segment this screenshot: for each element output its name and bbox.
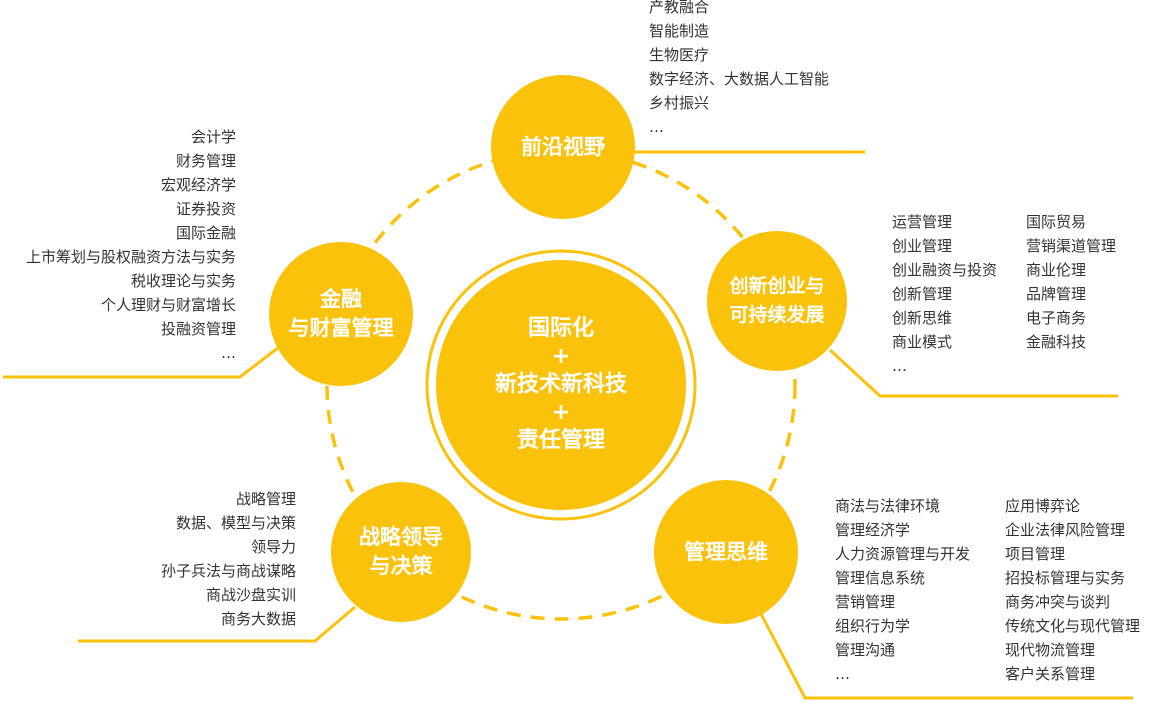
course-item: 领导力 (250, 538, 296, 556)
course-item: 商战沙盘实训 (205, 586, 296, 604)
course-item: 会计学 (190, 128, 236, 146)
course-item: 商务冲突与谈判 (1005, 593, 1111, 611)
course-item: 创新管理 (892, 285, 953, 303)
center-plus-2: + (551, 400, 571, 425)
course-item: 国际金融 (175, 224, 236, 242)
node-title-line1: 创新创业与 (729, 275, 825, 297)
center-line-2: 新技术新科技 (494, 372, 627, 397)
strategy-course-list: 战略管理 数据、模型与决策 领导力 孙子兵法与商战谋略 商战沙盘实训 商务大数据 (161, 487, 296, 631)
course-item: 传统文化与现代管理 (1005, 617, 1141, 635)
node-strategy: 战略领导 与决策 (331, 482, 471, 622)
course-item: … (649, 118, 664, 136)
node-finance: 金融 与财富管理 (269, 242, 413, 386)
course-item: 招投标管理与实务 (1005, 569, 1126, 587)
course-item: 国际贸易 (1026, 213, 1087, 231)
course-item: 商业模式 (892, 333, 953, 351)
node-circle-strategy (331, 482, 471, 622)
center-fill (436, 260, 686, 510)
course-item: 商业伦理 (1026, 261, 1087, 279)
node-title-line2: 与决策 (369, 554, 433, 578)
course-item: 商法与法律环境 (835, 497, 941, 515)
course-item: 营销管理 (835, 593, 896, 611)
course-item: 税收理论与实务 (130, 272, 236, 290)
course-item: 组织行为学 (835, 617, 911, 635)
course-item: 数据、模型与决策 (175, 514, 296, 532)
course-item: 管理信息系统 (835, 569, 926, 587)
course-item: 客户关系管理 (1005, 665, 1096, 683)
dashed-orbit (325, 149, 797, 621)
node-title-line1: 金融 (320, 287, 362, 311)
connector-strategy (78, 605, 356, 643)
node-title: 管理思维 (684, 539, 768, 564)
course-item: 管理经济学 (835, 521, 911, 539)
node-title-line2: 与财富管理 (288, 316, 394, 340)
node-management: 管理思维 (654, 480, 798, 624)
node-circle-management (654, 480, 798, 624)
course-item: 宏观经济学 (160, 176, 236, 194)
connector-finance (3, 342, 284, 379)
course-item: 上市筹划与股权融资方法与实务 (25, 248, 236, 266)
connector-management (758, 611, 1133, 700)
course-item: 创业融资与投资 (892, 261, 998, 279)
course-item: 证券投资 (175, 200, 236, 218)
course-item: 投融资管理 (160, 320, 236, 338)
course-item: 品牌管理 (1026, 285, 1087, 303)
node-title-line2: 可持续发展 (729, 304, 825, 326)
node-circle-finance (269, 242, 413, 386)
node-title-line1: 战略领导 (359, 525, 443, 549)
course-item: 智能制造 (649, 22, 710, 40)
node-frontier: 前沿视野 (491, 75, 635, 219)
innovation-course-list-col1: 运营管理 创业管理 创业融资与投资 创新管理 创新思维 商业模式 … (892, 210, 997, 378)
course-item: 营销渠道管理 (1026, 237, 1117, 255)
course-item: 孙子兵法与商战谋略 (160, 562, 296, 580)
center-line-1: 国际化 (527, 316, 594, 341)
node-innovation: 创新创业与 可持续发展 (707, 231, 847, 371)
course-item: 创业管理 (892, 237, 953, 255)
node-circle-frontier (491, 75, 635, 219)
center-line-3: 责任管理 (516, 428, 605, 453)
course-item: 财务管理 (175, 152, 236, 170)
course-item: 个人理财与财富增长 (100, 296, 236, 314)
innovation-course-list-col2: 国际贸易 营销渠道管理 商业伦理 品牌管理 电子商务 金融科技 (1026, 210, 1116, 354)
course-item: 数字经济、大数据人工智能 (649, 70, 830, 88)
course-item: 管理沟通 (835, 641, 896, 659)
course-item: 生物医疗 (649, 46, 710, 64)
course-item: … (835, 665, 850, 683)
node-circle-innovation (707, 231, 847, 371)
course-item: 人力资源管理与开发 (835, 545, 971, 563)
connector-innovation (828, 348, 1118, 398)
center-hub: 国际化 + 新技术新科技 + 责任管理 (426, 250, 696, 520)
course-item: 产教融合 (649, 0, 710, 16)
course-item: 现代物流管理 (1005, 641, 1096, 659)
course-item: 应用博弈论 (1005, 497, 1081, 515)
node-title: 前沿视野 (521, 134, 605, 159)
course-item: 金融科技 (1026, 333, 1087, 351)
course-item: 运营管理 (892, 213, 953, 231)
management-course-list-col1: 商法与法律环境 管理经济学 人力资源管理与开发 管理信息系统 营销管理 组织行为… (835, 494, 970, 686)
finance-course-list: 会计学 财务管理 宏观经济学 证券投资 国际金融 上市筹划与股权融资方法与实务 … (26, 125, 236, 365)
center-plus-1: + (551, 344, 571, 369)
frontier-course-list: 产教融合 智能制造 生物医疗 数字经济、大数据人工智能 乡村振兴 … (649, 0, 829, 139)
course-item: … (221, 344, 236, 362)
course-item: … (892, 357, 907, 375)
course-item: 乡村振兴 (649, 94, 710, 112)
course-item: 项目管理 (1005, 545, 1066, 563)
course-item: 商务大数据 (220, 610, 296, 628)
course-item: 创新思维 (892, 309, 953, 327)
management-course-list-col2: 应用博弈论 企业法律风险管理 项目管理 招投标管理与实务 商务冲突与谈判 传统文… (1005, 494, 1140, 686)
course-item: 战略管理 (235, 490, 296, 508)
course-item: 电子商务 (1026, 309, 1087, 327)
course-item: 企业法律风险管理 (1005, 521, 1126, 539)
